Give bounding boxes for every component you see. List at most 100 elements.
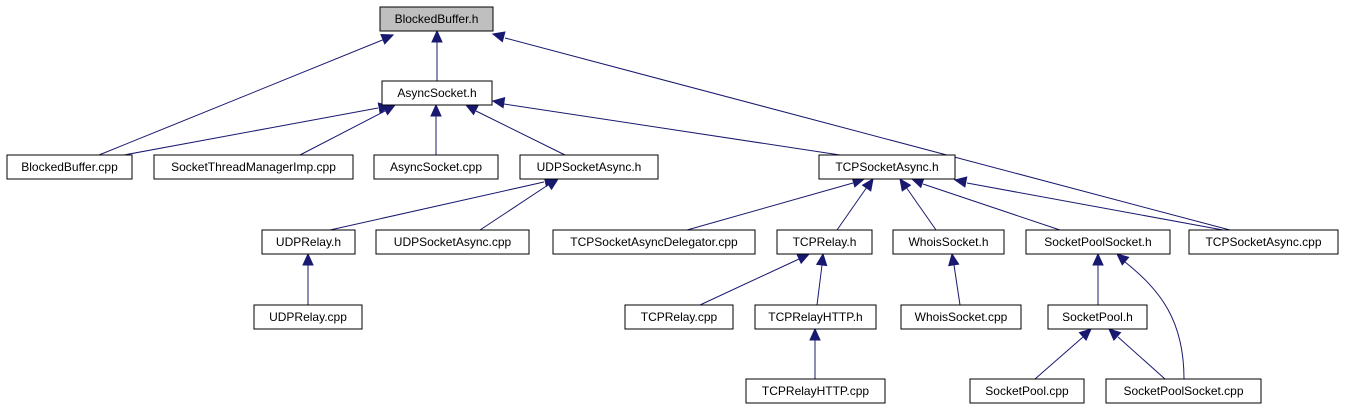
edge-socketpool-cpp-to-socketpool-h bbox=[1034, 328, 1092, 380]
node-label: BlockedBuffer.cpp bbox=[21, 160, 118, 174]
arrow-head-icon bbox=[1108, 328, 1122, 341]
edge-blockedbuffer-cpp-to-blockedbuffer-h bbox=[98, 33, 395, 156]
edge-line bbox=[836, 186, 868, 231]
arrow-head-icon bbox=[861, 178, 874, 192]
edge-line bbox=[123, 107, 379, 156]
edges-layer bbox=[98, 29, 1231, 380]
arrow-head-icon bbox=[464, 104, 479, 116]
node-label: SocketThreadManagerImp.cpp bbox=[171, 160, 336, 174]
edge-line bbox=[699, 258, 800, 306]
edge-line bbox=[1034, 336, 1084, 380]
node-socketpool-cpp[interactable]: SocketPool.cpp bbox=[969, 378, 1085, 404]
edge-line bbox=[329, 181, 545, 231]
node-tcpsocketasyncdelegator-cpp[interactable]: TCPSocketAsyncDelegator.cpp bbox=[552, 229, 756, 255]
edge-tcprelayhttp-h-to-tcprelay-h bbox=[815, 252, 828, 306]
node-asyncsocket-h[interactable]: AsyncSocket.h bbox=[381, 80, 493, 106]
edge-tcpsocketasync-cpp-to-blockedbuffer-h bbox=[491, 31, 1231, 231]
arrow-head-icon bbox=[953, 176, 968, 188]
node-label: TCPSocketAsync.h bbox=[835, 160, 938, 174]
node-udprelay-h[interactable]: UDPRelay.h bbox=[261, 229, 356, 255]
edge-tcpsocketasync-cpp-to-tcpsocketasync-h bbox=[953, 176, 1224, 231]
node-tcprelayhttp-cpp[interactable]: TCPRelayHTTP.cpp bbox=[745, 378, 886, 404]
edge-line bbox=[1117, 336, 1166, 380]
node-blockedbuffer-h[interactable]: BlockedBuffer.h bbox=[379, 6, 494, 32]
edge-whoissocket-h-to-tcpsocketasync-h bbox=[899, 178, 937, 231]
node-label: TCPSocketAsync.cpp bbox=[1205, 235, 1321, 249]
node-label: SocketPool.cpp bbox=[985, 384, 1069, 398]
node-asyncsocket-cpp[interactable]: AsyncSocket.cpp bbox=[373, 154, 499, 180]
edge-udpsocketasync-cpp-to-udpsocketasync-h bbox=[479, 178, 560, 231]
edge-socketpool-h-to-socketpoolsocket-h bbox=[1092, 252, 1104, 305]
edge-line bbox=[475, 110, 566, 156]
arrow-head-icon bbox=[809, 327, 821, 341]
edge-asyncsocket-cpp-to-asyncsocket-h bbox=[430, 103, 442, 155]
edge-tcpsocketasync-h-to-asyncsocket-h bbox=[491, 97, 841, 156]
node-label: TCPSocketAsyncDelegator.cpp bbox=[570, 235, 738, 249]
edge-line bbox=[479, 184, 549, 231]
edge-line bbox=[905, 186, 937, 231]
arrow-head-icon bbox=[1116, 253, 1130, 266]
arrow-head-icon bbox=[430, 103, 442, 117]
arrow-head-icon bbox=[302, 252, 314, 266]
arrow-head-icon bbox=[380, 33, 395, 45]
node-udpsocketasync-h[interactable]: UDPSocketAsync.h bbox=[519, 154, 659, 180]
edge-socketpoolsocket-cpp-to-socketpoolsocket-h bbox=[1116, 253, 1185, 380]
edge-socketpoolsocket-h-to-tcpsocketasync-h bbox=[910, 177, 1061, 231]
node-tcprelayhttp-h[interactable]: TCPRelayHTTP.h bbox=[754, 304, 877, 330]
node-blockedbuffer-cpp[interactable]: BlockedBuffer.cpp bbox=[6, 154, 133, 180]
node-tcprelay-h[interactable]: TCPRelay.h bbox=[776, 229, 873, 255]
node-label: TCPRelay.cpp bbox=[641, 310, 718, 324]
edge-line bbox=[504, 37, 1231, 231]
node-label: WhoisSocket.cpp bbox=[915, 310, 1008, 324]
arrow-head-icon bbox=[796, 253, 811, 265]
edge-line bbox=[1124, 261, 1185, 380]
node-label: UDPRelay.cpp bbox=[269, 310, 347, 324]
node-label: BlockedBuffer.h bbox=[395, 12, 479, 26]
edge-asyncsocket-h-to-blockedbuffer-h bbox=[431, 29, 443, 81]
arrow-head-icon bbox=[545, 178, 560, 191]
node-socketpool-h[interactable]: SocketPool.h bbox=[1047, 304, 1148, 330]
node-whoissocket-h[interactable]: WhoisSocket.h bbox=[892, 229, 1005, 255]
edge-udprelay-cpp-to-udprelay-h bbox=[302, 252, 314, 305]
node-label: AsyncSocket.h bbox=[397, 86, 476, 100]
node-udpsocketasync-cpp[interactable]: UDPSocketAsync.cpp bbox=[375, 229, 530, 255]
edge-tcprelay-cpp-to-tcprelay-h bbox=[699, 253, 811, 306]
edge-line bbox=[966, 182, 1224, 231]
edge-line bbox=[98, 38, 386, 156]
arrow-head-icon bbox=[491, 97, 506, 109]
edge-line bbox=[503, 103, 841, 156]
arrow-head-icon bbox=[1092, 252, 1104, 266]
edge-line bbox=[299, 110, 386, 156]
node-label: TCPRelayHTTP.cpp bbox=[762, 384, 869, 398]
node-label: UDPSocketAsync.h bbox=[537, 160, 642, 174]
node-label: UDPRelay.h bbox=[276, 235, 341, 249]
node-label: SocketPool.h bbox=[1062, 310, 1133, 324]
arrow-head-icon bbox=[491, 31, 506, 43]
edge-tcprelay-h-to-tcpsocketasync-h bbox=[836, 178, 874, 231]
edge-udpsocketasync-h-to-asyncsocket-h bbox=[464, 104, 566, 156]
node-label: WhoisSocket.h bbox=[908, 235, 988, 249]
edge-line bbox=[953, 264, 961, 306]
node-label: AsyncSocket.cpp bbox=[390, 160, 482, 174]
node-tcpsocketasync-h[interactable]: TCPSocketAsync.h bbox=[818, 154, 956, 180]
node-label: TCPRelayHTTP.h bbox=[768, 310, 862, 324]
node-tcpsocketasync-cpp[interactable]: TCPSocketAsync.cpp bbox=[1188, 229, 1339, 255]
node-label: TCPRelay.h bbox=[793, 235, 857, 249]
node-socketthreadmanagerimp-cpp[interactable]: SocketThreadManagerImp.cpp bbox=[153, 154, 354, 180]
nodes-layer: BlockedBuffer.h AsyncSocket.h BlockedBuf… bbox=[6, 6, 1339, 404]
arrow-head-icon bbox=[382, 104, 397, 116]
node-whoissocket-cpp[interactable]: WhoisSocket.cpp bbox=[900, 304, 1022, 330]
edge-udprelay-h-to-udpsocketasync-h bbox=[329, 175, 558, 231]
arrow-head-icon bbox=[431, 29, 443, 43]
edge-line bbox=[686, 182, 854, 231]
edge-whoissocket-cpp-to-whoissocket-h bbox=[948, 252, 961, 306]
node-udprelay-cpp[interactable]: UDPRelay.cpp bbox=[253, 304, 363, 330]
edge-line bbox=[816, 264, 823, 306]
node-tcprelay-cpp[interactable]: TCPRelay.cpp bbox=[624, 304, 734, 330]
node-label: SocketPoolSocket.cpp bbox=[1123, 384, 1243, 398]
node-socketpoolsocket-h[interactable]: SocketPoolSocket.h bbox=[1025, 229, 1171, 255]
edge-line bbox=[922, 183, 1061, 231]
edge-tcprelayhttp-cpp-to-tcprelayhttp-h bbox=[809, 327, 821, 379]
node-socketpoolsocket-cpp[interactable]: SocketPoolSocket.cpp bbox=[1105, 378, 1262, 404]
